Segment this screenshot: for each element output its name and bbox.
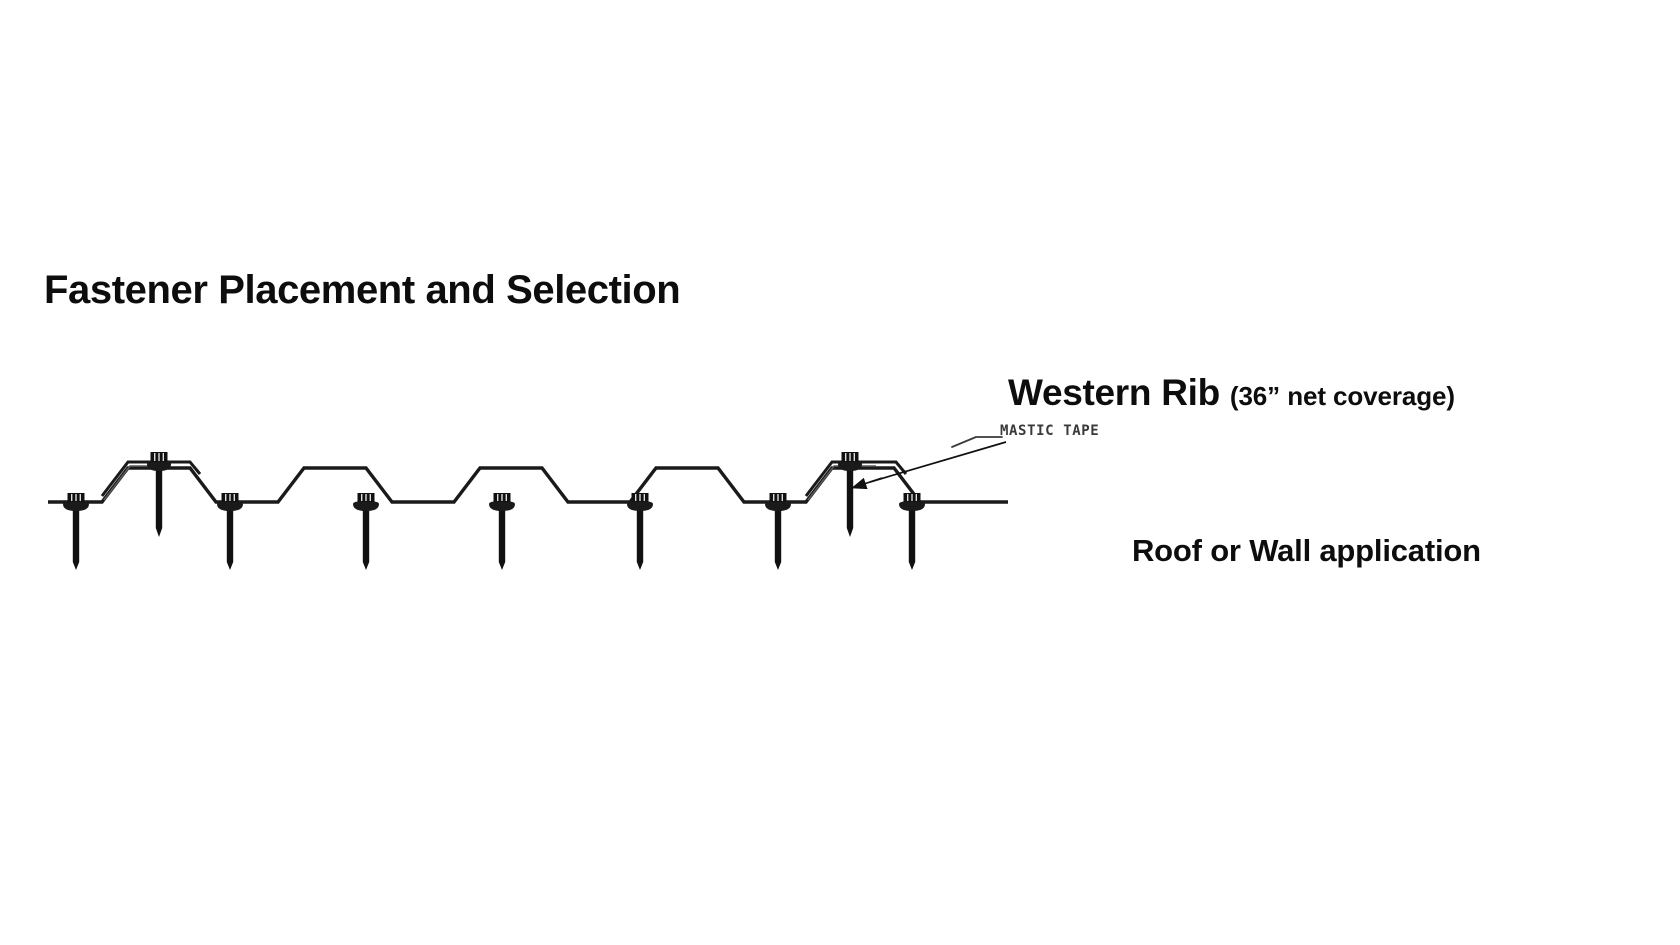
fastener-8-sidelap-right [838,452,862,537]
mastic-tape-label: MASTIC TAPE [1000,423,1100,439]
fastener-6 [627,493,653,570]
fastener-5 [489,493,515,570]
product-callout: Western Rib (36” net coverage) [1008,372,1455,414]
panel-profile-line [48,466,1008,504]
mastic-tape-leader-line [851,441,1007,490]
product-name-label: Western Rib [1008,372,1220,413]
fastener-4 [353,493,379,570]
sidelap-seam-right [804,460,908,501]
fastener-9 [899,493,925,570]
fastener-3 [217,493,243,570]
western-rib-panel-diagram [40,440,1050,600]
page-title: Fastener Placement and Selection [44,268,681,312]
fastener-7 [765,493,791,570]
mastic-label-leader [951,436,1003,448]
fastener-2-sidelap-left [147,452,171,537]
fastener-1 [63,493,89,570]
product-coverage-label: (36” net coverage) [1229,381,1455,411]
application-note-label: Roof or Wall application [1132,533,1481,568]
